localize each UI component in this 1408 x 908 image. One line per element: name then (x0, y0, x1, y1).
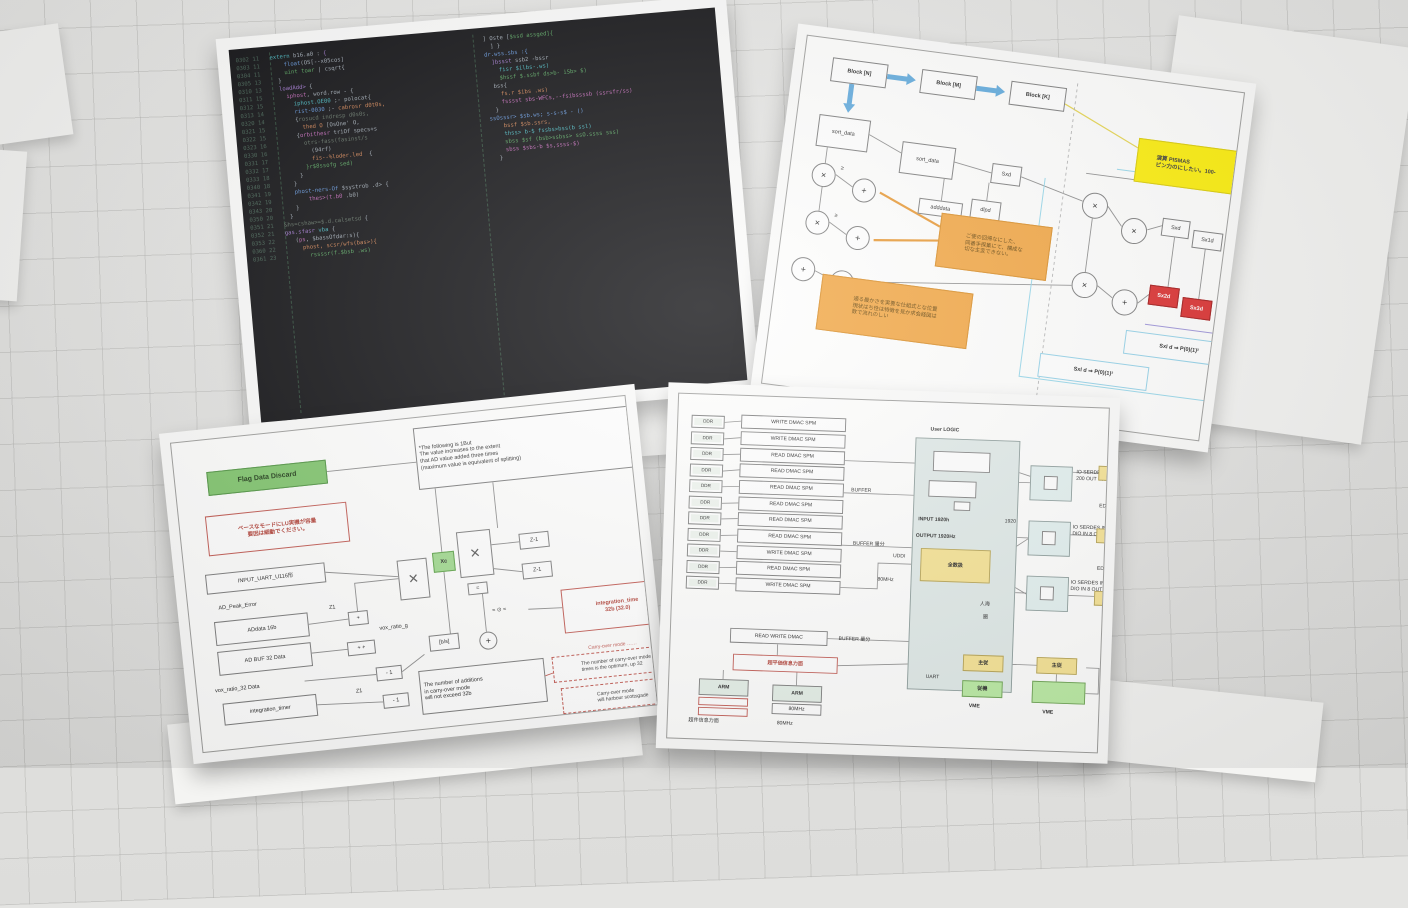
uddi-label: UDDI (892, 553, 906, 560)
edg-pad (1096, 528, 1110, 544)
minus-one-box: - 1 (382, 692, 410, 709)
ddr-box: DDR (687, 527, 721, 542)
sx3d-red-box: Sx3d (1180, 296, 1213, 321)
minus-one-box: - 1 (375, 664, 403, 682)
ge-label: ≥ (834, 212, 838, 219)
logic-subbox (932, 450, 991, 474)
sort-data-box: sort_data (898, 141, 957, 180)
serdes-label-3: IO SERDES IN DIO IN 8 OUT 8 (1070, 580, 1107, 594)
uart-label: UART (925, 673, 940, 680)
blue-arrow-icon (842, 102, 856, 114)
signal-sheet: Flag Data Discard*The following is 1But … (169, 394, 659, 754)
sx2d-red-box: Sx2d (1147, 284, 1180, 309)
jp-vertical-label: 圏 (982, 614, 989, 621)
equals-box: = (467, 581, 489, 596)
jp-vertical-label: 人海 (979, 601, 990, 608)
edg-pad (1098, 465, 1110, 482)
code-pane-right: ] Oste [$ssd assged]{ ] }dr.wss.sbs :{ ]… (482, 30, 633, 163)
z-delay-box: Z-1 (518, 530, 550, 550)
ddr-box: DDR (689, 463, 724, 478)
arm-box-2: ARM (771, 684, 823, 703)
arm-stripe (697, 706, 748, 717)
buffer-label: BUFFER (851, 487, 872, 494)
xc-box: Xc (431, 550, 456, 573)
ddr-box: DDR (688, 495, 723, 510)
ge-label: ≥ (840, 164, 845, 172)
logic-subbox (928, 480, 977, 499)
ddr-box: DDR (686, 543, 721, 558)
serdes-inner (1039, 586, 1054, 601)
blue-arrow-icon (995, 84, 1006, 98)
edg-label: EDG (1099, 503, 1110, 510)
vme-master-box: 主従 (1036, 656, 1078, 675)
sxd-box: Sxd (990, 163, 1023, 187)
bus-width-label: 1920 (1004, 518, 1017, 525)
arm-stripe (698, 696, 749, 707)
blue-arrow-icon (906, 73, 917, 87)
ddr-box: DDR (689, 479, 723, 494)
serdes-inner (1041, 531, 1056, 546)
bs-box: [b/s] (428, 632, 461, 652)
z1-label: Z1 (355, 687, 363, 695)
sort-data-box: sort_data (815, 114, 872, 153)
signal-diagram: Flag Data Discard*The following is 1But … (178, 399, 659, 753)
sx1d-box: Sx1d (1191, 229, 1224, 252)
vme-label-1: VME (968, 703, 980, 710)
edg-label: EDG (1096, 566, 1109, 573)
z1-label: Z1 (328, 604, 336, 611)
arm2-freq-box: 80MHz (771, 702, 822, 716)
adder-box: + (347, 610, 369, 627)
multiplier-box: ✕ (455, 528, 495, 579)
logic-subbox (953, 501, 971, 512)
ddr-box: DDR (690, 446, 724, 461)
ddr-box: DDR (687, 511, 722, 526)
photo-card-signal-diagram[interactable]: Flag Data Discard*The following is 1But … (158, 383, 670, 765)
ddr-box: DDR (686, 560, 720, 575)
arm-box-1: ARM (698, 678, 749, 697)
ddr-box: DDR (691, 414, 725, 429)
vme-label-2: VME (1042, 709, 1054, 716)
serdes-inner (1043, 475, 1058, 491)
adder-box: + + (346, 639, 377, 657)
arm2-caption: 80MHz (776, 720, 793, 727)
yellow-core-box: 全数扱 (919, 547, 991, 584)
z-delay-box: Z-1 (521, 560, 554, 580)
vme-slave-box (1031, 680, 1086, 705)
sxd-box: Sxd (1160, 217, 1191, 240)
vme-slave-box: 従機 (961, 680, 1003, 699)
ddr-box: DDR (690, 431, 725, 446)
mhz-label: 80MHz (877, 577, 894, 584)
ddr-box: DDR (685, 575, 720, 590)
edg-pad (1093, 590, 1110, 607)
arm1-caption: 超件信息力面 (688, 717, 719, 725)
multiplier-box: ✕ (396, 557, 431, 601)
vme-master-box: 主従 (962, 654, 1004, 673)
